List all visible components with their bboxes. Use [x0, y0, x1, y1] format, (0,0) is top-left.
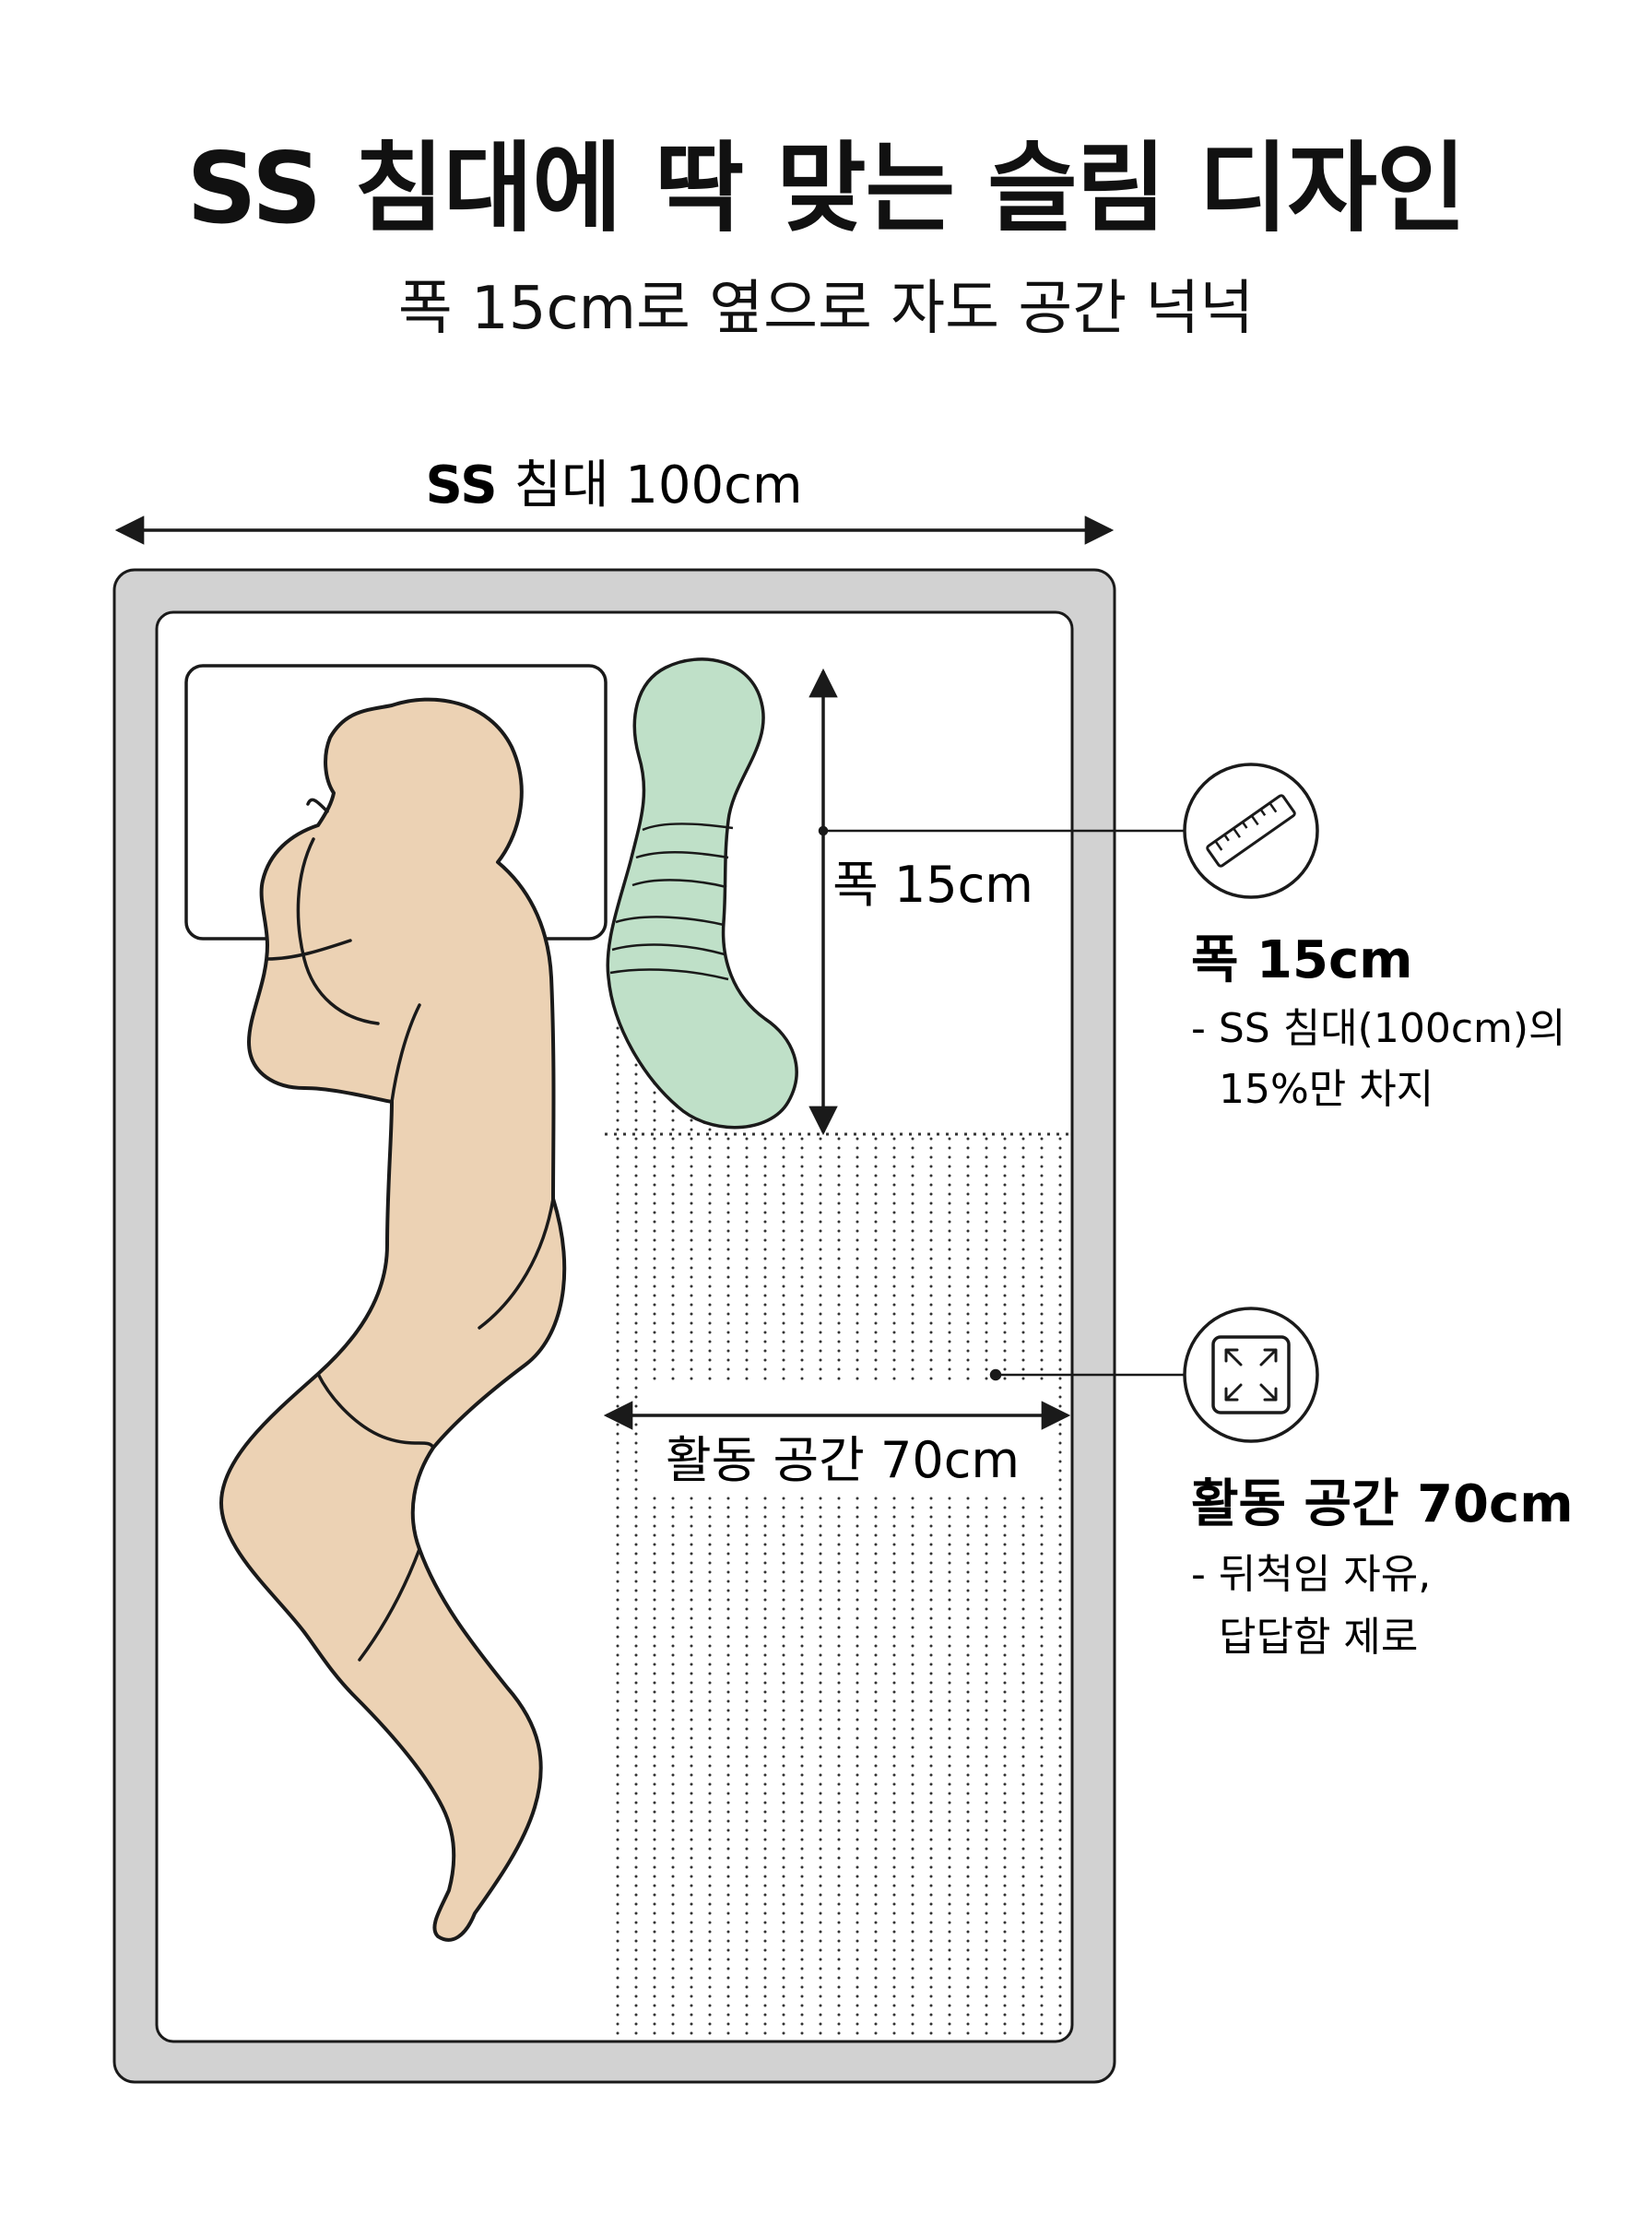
human-figure-details: [266, 798, 555, 1662]
page-subtitle: 폭 15cm로 옆으로 자도 공간 넉넉: [397, 275, 1255, 343]
pillow-width-label: 폭 15cm: [832, 856, 1033, 914]
bed-width-label-bold: SS: [425, 456, 497, 515]
callout-space-title: 활동 공간 70cm: [1191, 1474, 1574, 1534]
ruler-icon: [1183, 763, 1319, 899]
page-title: SS 침대에 딱 맞는 슬림 디자인: [186, 132, 1466, 245]
body-pillow: [606, 657, 798, 1130]
callout-width-title: 폭 15cm: [1191, 930, 1413, 990]
callout-space-line1: - 뒤척임 자유,: [1191, 1551, 1431, 1598]
callout-width-line1: - SS 침대(100cm)의: [1191, 1005, 1566, 1052]
bed-width-label-rest: 침대 100cm: [498, 456, 803, 515]
human-figure: [219, 697, 567, 1942]
bed-width-label: SS 침대 100cm: [425, 456, 802, 515]
body-pillow-wrinkles: [609, 822, 734, 981]
activity-space-label: 활동 공간 70cm: [666, 1431, 1020, 1489]
expand-icon: [1183, 1307, 1319, 1443]
callout-space-line2: 답답함 제로: [1219, 1614, 1418, 1661]
callout-width-line2: 15%만 차지: [1219, 1066, 1434, 1113]
callout-leader-lines: [818, 825, 1185, 1381]
